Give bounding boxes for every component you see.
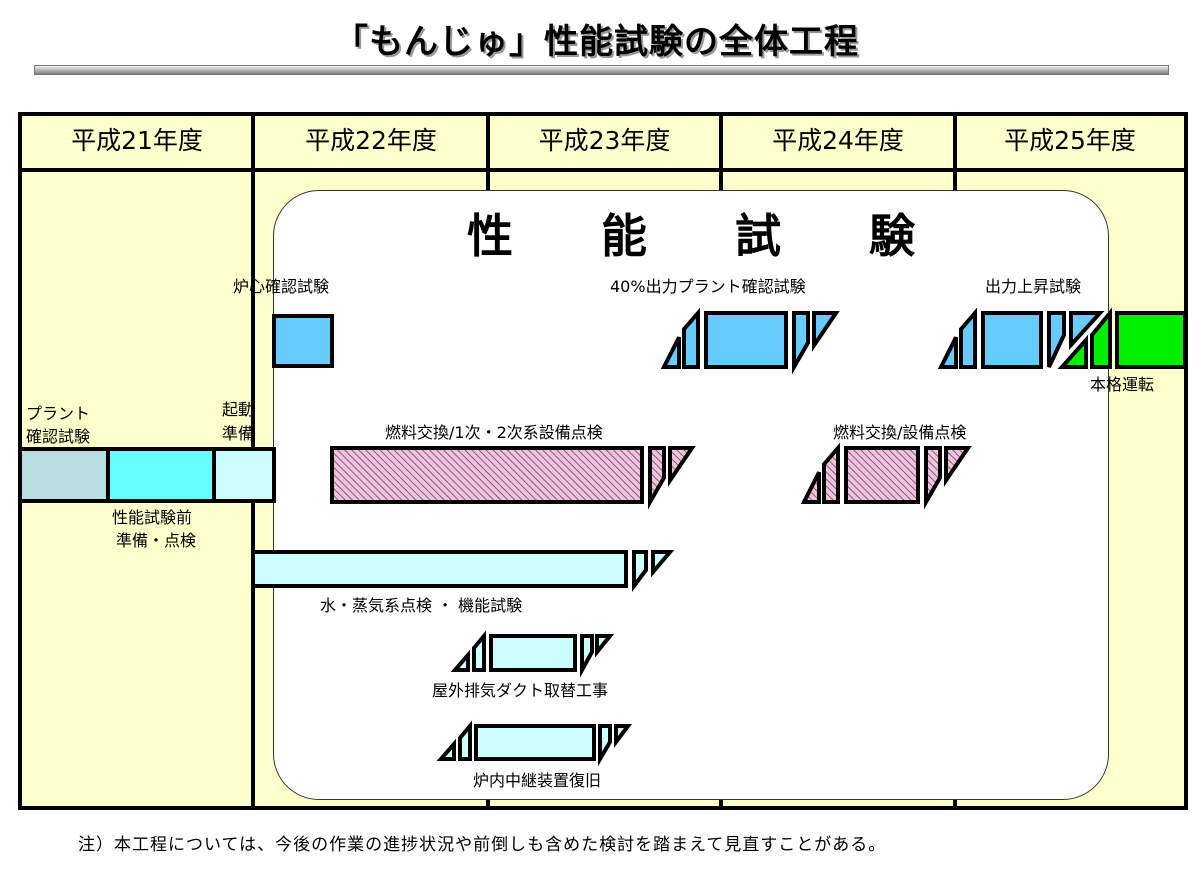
bar-power-up-lead-trapezoid (959, 307, 977, 369)
bar-40pct-tail-trapezoid (792, 311, 810, 375)
bar-fuel-exchange-1 (330, 446, 644, 504)
label-plant-check-1: プラント (26, 404, 91, 423)
bar-core-test (272, 314, 334, 368)
bar-fuel-exchange-2-tail-trapezoid (924, 446, 942, 510)
bar-40pct-tail-triangle (812, 311, 840, 352)
year-header-h25: 平成25年度 (1004, 126, 1136, 155)
label-startup-1: 起動 (222, 400, 255, 419)
bar-exhaust-lead-triangle (450, 649, 470, 672)
bar-exhaust-lead-trapezoid (472, 630, 486, 672)
label-fuel-exchange-2: 燃料交換/設備点検 (833, 423, 967, 442)
bar-power-up-tail-triangle (1069, 311, 1105, 351)
column-divider (486, 795, 490, 810)
bar-fuel-exchange-1-tail-trapezoid (648, 446, 666, 510)
bar-startup-prep (212, 447, 276, 503)
label-40pct-plant-test: 40%出力プラント確認試験 (610, 277, 806, 296)
bar-pretest-prep (106, 447, 216, 503)
label-exhaust-duct: 屋外排気ダクト取替工事 (432, 681, 609, 700)
bar-exhaust-tail-triangle (595, 634, 615, 658)
bar-exhaust-tail-trapezoid (580, 634, 594, 678)
bar-water-steam-tail-triangle (651, 550, 675, 578)
header-divider (18, 168, 1188, 172)
bar-fuel-exchange-2-tail-triangle (944, 446, 972, 487)
column-divider (719, 112, 723, 192)
column-divider (953, 795, 957, 810)
year-header-h23: 平成23年度 (538, 126, 671, 155)
title-underline (34, 65, 1169, 75)
bar-relay-device (474, 724, 596, 761)
bar-power-up-tail-trapezoid (1047, 311, 1066, 368)
column-divider (953, 112, 957, 192)
year-header-h24: 平成24年度 (772, 126, 904, 155)
bar-plant-check (18, 447, 110, 503)
bar-relay-lead-triangle (436, 738, 456, 761)
footnote: 注）本工程については、今後の作業の進捗状況や前倒しも含めた検討を踏まえて見直すこ… (78, 835, 887, 855)
page-title: 「もんじゅ」性能試験の全体工程 (334, 22, 859, 62)
bar-fuel-exchange-2-main (844, 446, 920, 504)
bar-fuel-exchange-1-tail-triangle (668, 446, 696, 487)
bar-full-operation-lead-triangle (1057, 334, 1088, 369)
bar-power-up-main (981, 311, 1043, 369)
label-core-test: 炉心確認試験 (233, 277, 330, 296)
bar-full-operation (1115, 311, 1187, 369)
bar-water-steam-tail-trapezoid (632, 550, 648, 592)
label-pretest-2: 準備・点検 (116, 531, 197, 550)
year-header-h21: 平成21年度 (71, 126, 203, 155)
column-divider (486, 112, 490, 192)
column-divider (719, 795, 723, 810)
label-water-steam: 水・蒸気系点検 ・ 機能試験 (320, 596, 523, 615)
label-relay-device: 炉内中継装置復旧 (473, 771, 602, 790)
bar-exhaust-duct (489, 634, 577, 672)
bar-40pct-main (704, 311, 788, 369)
bar-relay-lead-trapezoid (458, 720, 472, 761)
panel-title-char: 試 (735, 209, 781, 263)
panel-title-char: 性 (467, 209, 513, 263)
bar-fuel-exchange-2-lead-trapezoid (822, 442, 840, 504)
bar-water-steam (251, 550, 628, 588)
year-header-h22: 平成22年度 (305, 126, 437, 155)
bar-full-operation-lead-trapezoid (1090, 307, 1112, 369)
bar-relay-tail-trapezoid (598, 724, 612, 767)
bar-40pct-lead-trapezoid (682, 307, 700, 369)
bar-power-up-lead-triangle (937, 336, 958, 369)
panel-title-char: 能 (601, 209, 647, 263)
panel-title: 性能試験 (273, 200, 1109, 266)
bar-relay-tail-triangle (614, 724, 632, 748)
label-power-up-test: 出力上昇試験 (985, 277, 1082, 296)
bar-fuel-exchange-2-lead-triangle (800, 471, 821, 504)
bar-40pct-lead-triangle (660, 336, 681, 369)
label-full-operation: 本格運転 (1090, 375, 1155, 394)
label-plant-check-2: 確認試験 (26, 427, 91, 446)
label-pretest-1: 性能試験前 (112, 508, 193, 527)
label-startup-2: 準備 (222, 424, 255, 443)
label-fuel-exchange-1: 燃料交換/1次・2次系設備点検 (385, 423, 603, 442)
panel-title-char: 験 (869, 209, 915, 263)
